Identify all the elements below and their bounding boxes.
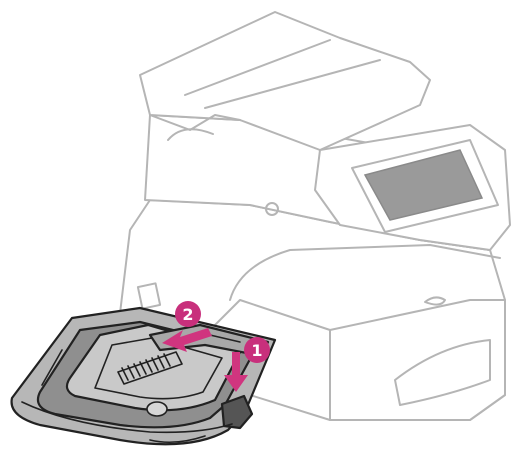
- cartridge-release-button: [147, 402, 167, 416]
- step-2-label: 2: [182, 305, 193, 324]
- step-1-badge: 1: [244, 337, 270, 363]
- step-1-label: 1: [251, 341, 262, 360]
- step-2-badge: 2: [175, 301, 201, 327]
